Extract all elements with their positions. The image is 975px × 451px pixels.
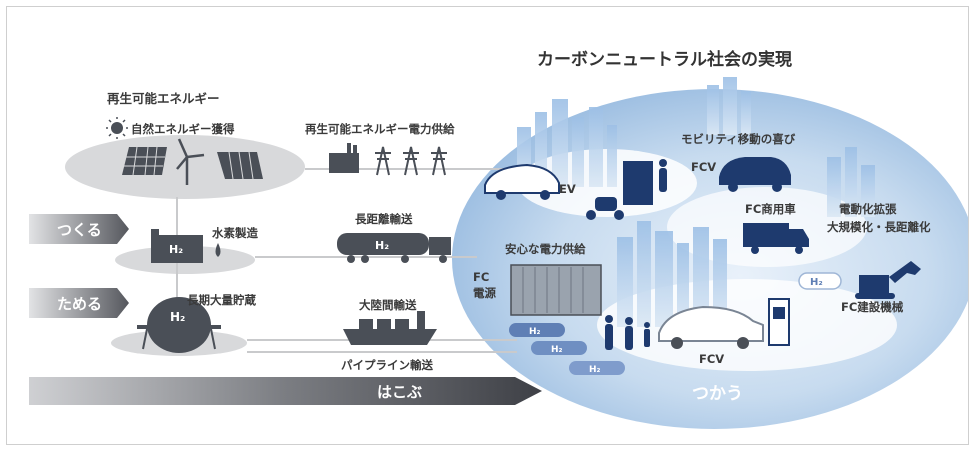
excavator-icon: [855, 261, 921, 299]
building-icon: [623, 161, 653, 205]
fcv-sedan-icon: [658, 305, 764, 349]
carry-stage-arrow: はこぶ: [29, 377, 542, 405]
solar-panel-icon: [122, 146, 167, 176]
sun-icon: [106, 117, 128, 139]
safe-power-label: 安心な電力供給: [505, 242, 586, 256]
renewable-label: 再生可能エネルギー: [107, 91, 220, 106]
hydrogen-station-icon: [768, 298, 790, 346]
mobility-label: モビリティ移動の喜び: [681, 132, 796, 146]
power-supply-label: 再生可能エネルギー電力供給: [305, 122, 455, 136]
natural-energy-label: 自然エネルギー獲得: [131, 122, 235, 136]
long-distance-label: 長距離輸送: [355, 212, 413, 226]
pipeline-label: パイプライン輸送: [341, 358, 433, 372]
fcv-suv-icon: [719, 157, 791, 192]
svg-text:H₂: H₂: [169, 243, 183, 256]
carry-stage-label: はこぶ: [377, 383, 422, 401]
power-plant-icon: [329, 143, 359, 173]
fc-container-icon: [510, 264, 602, 316]
fc-truck-icon: [743, 223, 809, 254]
svg-text:H₂: H₂: [170, 310, 185, 324]
intercontinental-label: 大陸間輸送: [359, 298, 417, 312]
family-icon: [605, 315, 650, 350]
renewable-disc: [65, 135, 305, 199]
ship-icon: [343, 311, 437, 345]
storage-tank-icon: H₂: [137, 297, 221, 353]
ev-label: EV: [559, 182, 576, 196]
scooter-icon: [586, 197, 624, 220]
store-stage-label: ためる: [57, 295, 102, 313]
water-drop-icon: [215, 243, 221, 257]
make-stage-label: つくる: [57, 221, 102, 239]
hydrogen-production-label: 水素製造: [212, 226, 258, 240]
transmission-tower-icon: [375, 146, 447, 176]
tanker-truck-icon: H₂: [337, 233, 451, 263]
use-stage-label: つかう: [692, 384, 743, 404]
wind-turbine-icon: [176, 138, 205, 185]
hydrogen-plant-icon: H₂: [151, 229, 203, 263]
fcv-bottom-label: FCV: [699, 352, 724, 366]
people-icon: [659, 159, 667, 192]
city-skyline: [517, 77, 875, 327]
pipeline-capsules: H₂ H₂ H₂: [509, 323, 625, 375]
diagram-frame: カーボンニュートラル社会の実現 再生可能エネルギー 自然エネルギー獲得 再生可能…: [6, 6, 969, 445]
svg-text:H₂: H₂: [551, 345, 563, 355]
store-stage-arrow: ためる: [29, 288, 129, 318]
svg-text:H₂: H₂: [375, 239, 389, 252]
fcv-top-label: FCV: [691, 160, 716, 174]
svg-text:H₂: H₂: [810, 277, 823, 288]
ev-car-icon: [484, 163, 560, 200]
power-source-label: 電源: [473, 286, 496, 300]
make-stage-arrow: つくる: [29, 214, 129, 244]
svg-text:H₂: H₂: [589, 365, 601, 375]
fc-label: FC: [473, 270, 489, 284]
long-term-storage-label: 長期大量貯蔵: [187, 293, 256, 307]
diagram-title: カーボンニュートラル社会の実現: [537, 49, 792, 70]
h2-tanker-small-icon: H₂: [798, 272, 842, 290]
fc-truck-label: FC商用車: [745, 202, 796, 216]
carbon-neutral-diagram: カーボンニュートラル社会の実現 再生可能エネルギー 自然エネルギー獲得 再生可能…: [29, 49, 968, 429]
svg-text:H₂: H₂: [529, 327, 541, 337]
fc-construction-label: FC建設機械: [841, 300, 904, 314]
electrify-label: 電動化拡張: [839, 202, 897, 216]
dam-icon: [217, 151, 263, 180]
scale-label: 大規模化・長距離化: [827, 220, 931, 234]
